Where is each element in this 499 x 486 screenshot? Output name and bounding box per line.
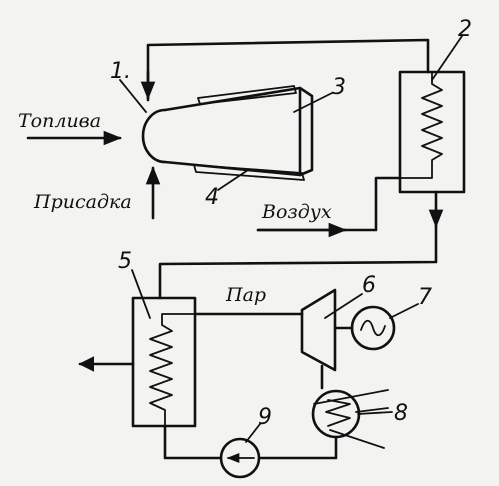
return-line [258, 435, 338, 460]
fuel-label: Топлива [18, 110, 101, 132]
gas-line-to-boiler [158, 224, 438, 300]
label-3: 3 [332, 75, 346, 100]
steam-turbine [300, 288, 337, 372]
air-heater [398, 70, 466, 194]
leader-lines [119, 35, 463, 443]
label-8: 8 [394, 401, 408, 426]
label-6: 6 [362, 273, 376, 298]
label-9: 9 [258, 405, 272, 430]
condenser [311, 389, 389, 449]
magnet-plates [193, 85, 305, 181]
feed-pump [219, 437, 261, 479]
air-label: Воздух [261, 201, 332, 223]
label-2: 2 [458, 17, 472, 42]
steam-boiler [131, 296, 197, 428]
label-4: 4 [205, 185, 219, 210]
mhd-channel [298, 86, 314, 177]
additive-label: Присадка [33, 191, 132, 213]
generator [350, 305, 396, 351]
label-5: 5 [118, 249, 132, 274]
label-7: 7 [418, 285, 432, 310]
label-1: 1. [110, 59, 131, 84]
steam-label: Пар [225, 284, 266, 306]
